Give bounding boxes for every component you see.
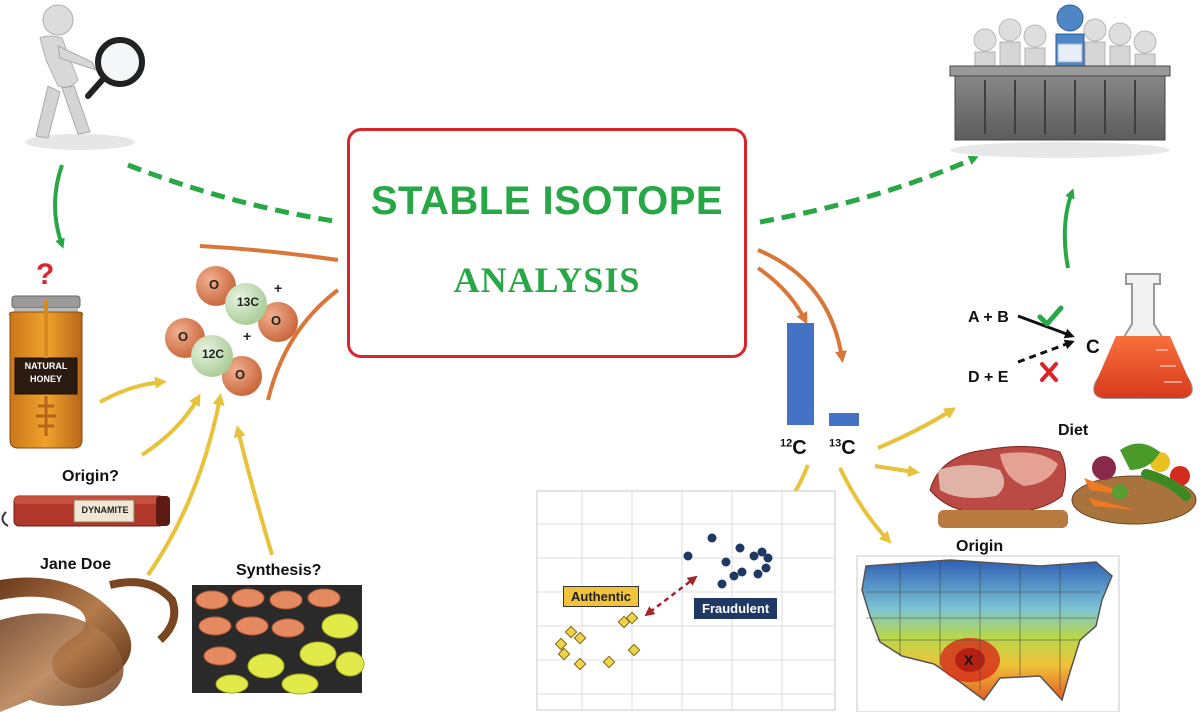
honey-jar-icon [9, 295, 83, 449]
authentic-tag: Authentic [563, 586, 639, 607]
dynamite-icon [1, 495, 170, 527]
reaction-product: C [1086, 337, 1100, 358]
title-box: STABLE ISOTOPE ANALYSIS [347, 128, 747, 358]
meat-photo-icon [929, 445, 1068, 528]
synthesis-question-label: Synthesis? [236, 562, 322, 579]
orange-arc-top-left [199, 244, 339, 262]
green-arrow-up-right [1062, 188, 1075, 269]
yellow-arrows-left [99, 376, 274, 577]
reaction-arrow-ab [1017, 314, 1075, 339]
honey-jar-label-1: NATURAL [24, 361, 68, 371]
co2-molecules [165, 266, 298, 396]
plus-sign: + [274, 280, 283, 296]
bar-label-12c: 12C [780, 437, 807, 460]
fraudulent-tag: Fraudulent [694, 598, 778, 619]
green-arrow-down-left [53, 164, 65, 249]
hair-sample-icon [0, 577, 179, 712]
investigator-figure-icon [25, 4, 145, 150]
atom-label-12c: 12C [202, 347, 225, 361]
reaction-eq-de: D + E [968, 369, 1009, 386]
cross-mark-icon [1040, 362, 1058, 382]
carbon-13-atom [225, 283, 267, 325]
erlenmeyer-flask-icon [1093, 273, 1193, 399]
atom-label-o: O [209, 277, 220, 292]
honey-question-mark: ? [36, 258, 55, 291]
dynamite-label: DYNAMITE [81, 505, 129, 515]
honey-jar-label-2: HONEY [29, 374, 62, 384]
title-line-1: STABLE ISOTOPE [370, 179, 724, 223]
us-map-heatmap [856, 555, 1120, 712]
oxygen-atom [222, 356, 262, 396]
bar-12c [787, 323, 814, 425]
tablets-photo-icon [192, 585, 365, 695]
oxygen-atom [196, 266, 236, 306]
atom-label-13c: 13C [237, 295, 260, 309]
vegetables-basket-icon [1071, 443, 1197, 525]
plus-sign: + [243, 328, 252, 344]
orange-arrow-bar-13c [757, 248, 847, 363]
oxygen-atom [258, 302, 298, 342]
bar-label-13c-mass: 13 [829, 437, 842, 450]
title-line-2: ANALYSIS [453, 260, 641, 300]
bar-label-13c: 13C [829, 437, 856, 460]
bar-label-12c-mass: 12 [780, 437, 793, 450]
reaction-arrow-de [1017, 339, 1075, 364]
jane-doe-label: Jane Doe [40, 556, 112, 573]
green-dashed-connector-left [127, 162, 341, 225]
bar-13c [829, 413, 859, 426]
green-dashed-connector-right [759, 155, 979, 225]
atom-label-o: O [178, 329, 189, 344]
orange-arrow-bar-12c [756, 266, 808, 325]
checkmark-icon [1037, 305, 1064, 327]
carbon-12-atom [191, 335, 233, 377]
map-marker-x: X [964, 652, 974, 668]
origin-question-label: Origin? [62, 468, 119, 485]
jury-figure-icon [949, 4, 1171, 158]
atom-label-o: O [271, 313, 282, 328]
atom-label-o: O [235, 367, 246, 382]
bar-label-13c-element: C [841, 437, 856, 459]
origin-label: Origin [956, 538, 1004, 555]
orange-arc-left [266, 288, 340, 401]
bar-label-12c-element: C [792, 437, 807, 459]
diet-label: Diet [1058, 422, 1089, 439]
reaction-eq-ab: A + B [968, 309, 1009, 326]
